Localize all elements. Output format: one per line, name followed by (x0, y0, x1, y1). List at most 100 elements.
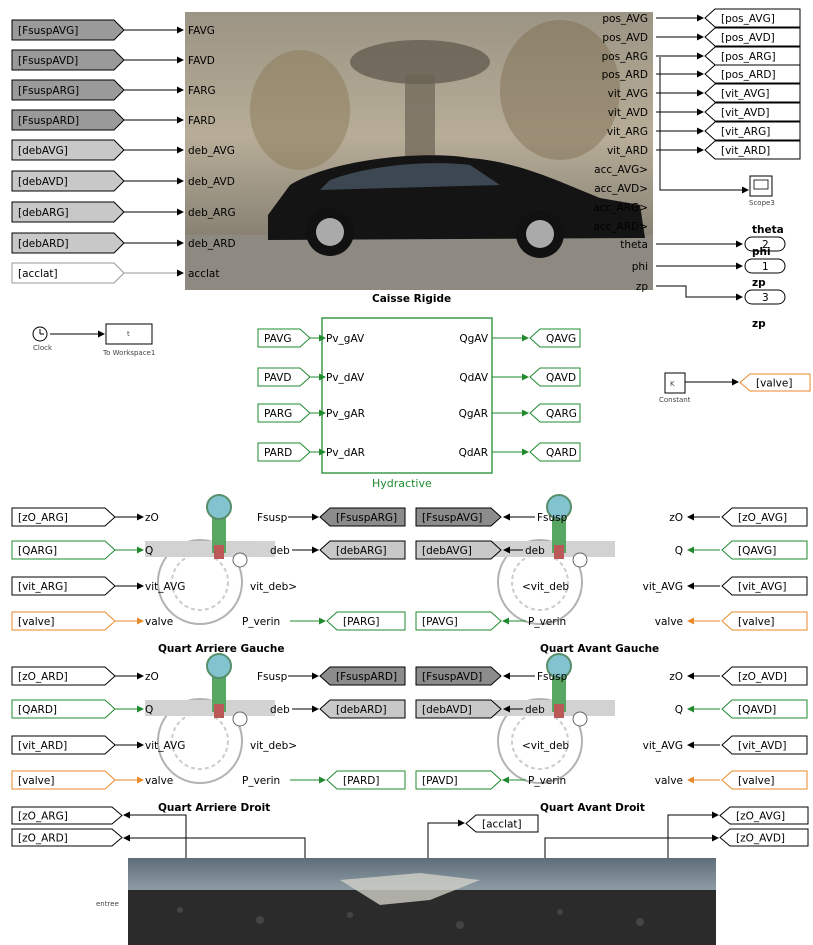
tag-label: [vit_ARG] (18, 581, 67, 593)
caisse-input-label: deb_AVG (188, 145, 235, 157)
quarter-input-label: vit_AVG (643, 581, 683, 593)
clock-block[interactable]: Clock (32, 326, 105, 352)
goto-tag-deb[interactable]: [debARD] (319, 699, 406, 719)
goto-tag-force[interactable]: [FsuspARG] (319, 507, 406, 527)
goto-tag-deb[interactable]: [debAVG] (415, 540, 502, 560)
from-tag[interactable]: [debARG] (11, 201, 125, 223)
goto-tag[interactable]: [pos_AVG] (704, 8, 801, 28)
goto-tag-pressure[interactable]: [PARD] (326, 770, 406, 790)
from-tag[interactable]: [debAVD] (11, 170, 125, 192)
outport-number: 2 (762, 239, 769, 251)
from-tag[interactable]: [vit_ARG] (11, 576, 116, 596)
goto-tag-flow[interactable]: QAVG (529, 328, 581, 348)
goto-tag[interactable]: [pos_AVD] (704, 27, 801, 47)
goto-tag-pressure[interactable]: [PARG] (326, 611, 406, 631)
from-tag[interactable]: [vit_ARD] (11, 735, 116, 755)
from-tag[interactable]: [FsuspAVG] (11, 19, 125, 41)
quarter-output-label: P_verin (528, 616, 566, 628)
from-tag[interactable]: [QARG] (11, 540, 116, 560)
suspension-quarters: [zO_ARG] zO [QARG] Q [vit_ARG] vit_AVG [valve]… (11, 494, 808, 814)
quarter-input-label: Q (145, 704, 153, 716)
goto-tag-flow[interactable]: QAVD (529, 367, 581, 387)
goto-tag[interactable]: [vit_AVD] (704, 102, 801, 122)
from-tag[interactable]: [valve] (11, 611, 116, 631)
goto-tag[interactable]: [pos_ARG] (704, 46, 801, 66)
caisse-input-label: FAVD (188, 55, 215, 67)
tag-label: [valve] (18, 616, 54, 628)
tag-label: [FsuspAVG] (422, 512, 482, 524)
caisse-input-label: FAVG (188, 25, 215, 37)
constant-block[interactable]: K Constant (659, 372, 739, 404)
tag-label: [debARG] (18, 207, 69, 219)
goto-tag-deb[interactable]: [debAVD] (415, 699, 502, 719)
from-tag[interactable]: [debAVG] (11, 139, 125, 161)
caisse-rigide-block[interactable]: Caisse Rigide FAVGFAVDFARGFARDdeb_AVGdeb… (185, 12, 653, 305)
from-tag[interactable]: [valve] (721, 770, 808, 790)
quarter-block[interactable]: zO[zO_AVD]Q[QAVD]vit_AVG[vit_AVD]valve[v… (415, 653, 808, 814)
from-tag-pressure[interactable]: PAVD (257, 367, 311, 387)
quarter-input-label: zO (669, 671, 683, 683)
from-tag[interactable]: [FsuspARD] (11, 109, 125, 131)
scope-block[interactable]: Scope3 (659, 57, 775, 207)
goto-tag-force[interactable]: [FsuspAVD] (415, 666, 502, 686)
caisse-right-goto-tags: [pos_AVG][pos_AVD][pos_ARG] [pos_ARD] [vit… (656, 8, 801, 160)
from-tag[interactable]: [vit_AVD] (721, 735, 808, 755)
from-tag[interactable]: [zO_ARG] (11, 507, 116, 527)
goto-tag[interactable]: [vit_ARG] (704, 121, 801, 141)
car-photo (268, 155, 645, 258)
from-tag[interactable]: [zO_ARD] (11, 666, 116, 686)
from-tag-pressure[interactable]: PAVG (257, 328, 311, 348)
goto-tag-flow[interactable]: QARG (529, 403, 581, 423)
goto-tag-force[interactable]: [FsuspARD] (319, 666, 406, 686)
signal-line (427, 819, 465, 858)
goto-tag[interactable]: [vit_ARD] (704, 140, 801, 160)
from-tag-acclat[interactable]: [acclat] (465, 814, 539, 833)
goto-tag-force[interactable]: [FsuspAVG] (415, 507, 502, 527)
goto-tag-valve[interactable]: [valve] (739, 373, 811, 392)
quarter-block[interactable]: zO[zO_AVG]Q[QAVG]vit_AVG[vit_AVG]valve[v… (415, 494, 808, 655)
goto-tag-pressure[interactable]: [PAVG] (415, 611, 502, 631)
from-tag-pressure[interactable]: PARD (257, 442, 311, 462)
quarter-block[interactable]: [zO_ARD]zO[QARD]Q[vit_ARD]vit_AVG[valve]… (11, 653, 406, 814)
from-tag[interactable]: [FsuspARG] (11, 79, 125, 101)
goto-tag-road[interactable]: [zO_ARG] (11, 806, 123, 825)
from-tag[interactable]: [QAVG] (721, 540, 808, 560)
goto-tag-road[interactable]: [zO_ARD] (11, 828, 123, 847)
goto-tag-flow[interactable]: QARD (529, 442, 581, 462)
from-tag[interactable]: [debARD] (11, 232, 125, 254)
from-tag[interactable]: [QARD] (11, 699, 116, 719)
caisse-input-ports: FAVGFAVDFARGFARDdeb_AVGdeb_AVDdeb_ARGdeb… (188, 25, 236, 280)
from-tag-road[interactable]: [zO_AVD] (719, 828, 809, 847)
constant-label: Constant (659, 396, 691, 404)
from-tag[interactable]: [FsuspAVD] (11, 49, 125, 71)
caisse-output-label: phi (632, 261, 648, 273)
tag-label: [pos_ARD] (721, 69, 776, 81)
quarter-block[interactable]: [zO_ARG]zO[QARG]Q[vit_ARG]vit_AVG[valve]… (11, 494, 406, 655)
road-block[interactable]: entree [zO_ARG][zO_ARD][acclat][zO_AVG][… (11, 806, 809, 945)
outport-label: zp (752, 318, 766, 330)
from-tag-road[interactable]: [zO_AVG] (719, 806, 809, 825)
from-tag[interactable]: [valve] (11, 770, 116, 790)
goto-tag-pressure[interactable]: [PAVD] (415, 770, 502, 790)
goto-tag-deb[interactable]: [debARG] (319, 540, 406, 560)
from-tag[interactable]: [valve] (721, 611, 808, 631)
tag-label: [debAVG] (422, 545, 472, 557)
tag-label: [debARG] (336, 545, 387, 557)
quarter-output-label: vit_deb> (250, 740, 297, 752)
goto-tag[interactable]: [vit_AVG] (704, 83, 801, 103)
to-workspace-block[interactable]: t To Workspace1 (102, 323, 155, 357)
from-tag[interactable]: [vit_AVG] (721, 576, 808, 596)
tag-label: [vit_AVG] (738, 581, 787, 593)
quarter-title: Quart Arriere Droit (158, 802, 270, 814)
goto-tag[interactable]: [pos_ARD] (704, 64, 801, 84)
from-tag[interactable]: [acclat] (11, 262, 125, 284)
from-tag[interactable]: [zO_AVD] (721, 666, 808, 686)
workspace-value: t (127, 330, 130, 338)
from-tag-pressure[interactable]: PARG (257, 403, 311, 423)
from-tag[interactable]: [zO_AVG] (721, 507, 808, 527)
outport-zp[interactable]: 3zp (744, 277, 786, 305)
from-tag[interactable]: [QAVD] (721, 699, 808, 719)
